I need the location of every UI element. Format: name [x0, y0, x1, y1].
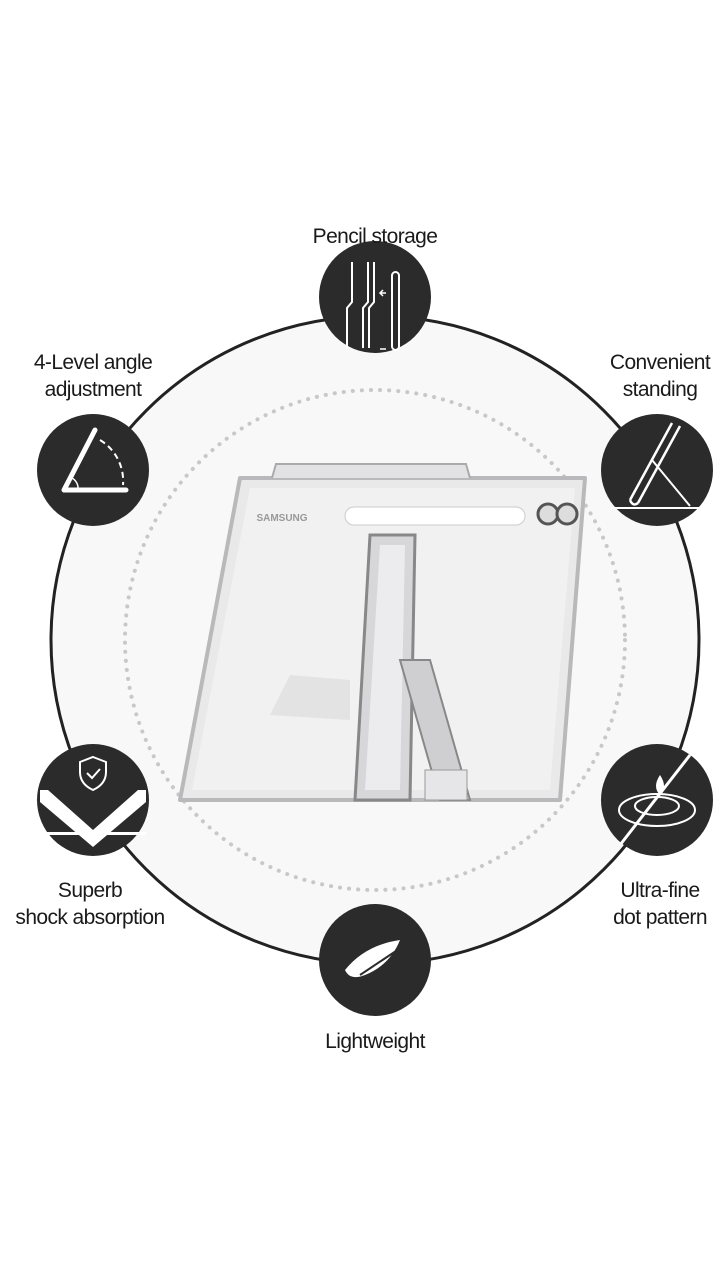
label-line: Lightweight — [325, 1030, 425, 1053]
feature-label-dot-pattern: Ultra-fine dot pattern — [613, 877, 707, 931]
label-line: Ultra-fine — [620, 879, 700, 902]
feature-label-convenient-standing: Convenient standing — [609, 349, 711, 403]
brand-logo: SAMSUNG — [256, 513, 307, 524]
water-drop-icon — [601, 744, 713, 856]
dotted-ring — [123, 388, 627, 892]
angle-icon — [37, 414, 149, 526]
kickstand-icon — [601, 414, 713, 526]
feature-label-angle-adjustment: 4-Level angle adjustment — [33, 349, 153, 403]
pencil-holder-icon — [319, 241, 431, 353]
label-line: Convenient — [609, 351, 711, 374]
feature-label-shock-absorption: Superb shock absorption — [15, 877, 165, 931]
label-line: adjustment — [44, 378, 142, 401]
feature-label-pencil-storage: Pencil storage — [313, 223, 438, 250]
label-line: Pencil storage — [312, 225, 438, 248]
shield-icon — [37, 744, 149, 856]
label-line: shock absorption — [15, 906, 165, 929]
label-line: Superb — [57, 879, 123, 902]
label-line: dot pattern — [613, 906, 707, 929]
label-line: standing — [622, 378, 698, 401]
tablet-case-image: SAMSUNG — [178, 463, 587, 802]
feather-icon — [319, 904, 431, 1016]
label-line: 4-Level angle — [33, 351, 153, 374]
feature-label-lightweight: Lightweight — [325, 1028, 425, 1055]
